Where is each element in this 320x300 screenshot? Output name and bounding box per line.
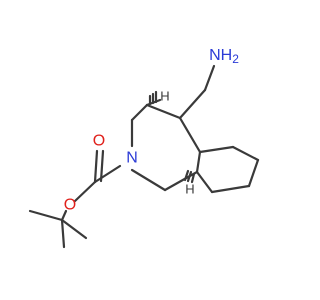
bond-c12-c1 xyxy=(130,103,149,122)
ring-nitrogen-label: N xyxy=(126,150,138,167)
carbonyl-oxygen-label: O xyxy=(93,133,105,150)
bond-c4-c5 xyxy=(195,150,202,174)
bond-carbonyl-double-a xyxy=(93,149,99,184)
bond-c3-nh2 xyxy=(203,64,216,92)
bond-tbu-c1 xyxy=(28,209,64,222)
hash-bottom-3 xyxy=(183,169,190,182)
bicyclic-core xyxy=(130,88,260,194)
molecule-canvas: NH2 N O O H H xyxy=(28,46,260,249)
amine-nh-text: NH xyxy=(209,47,232,64)
boc-group xyxy=(28,149,122,249)
bond-tbu-c2 xyxy=(60,218,88,240)
hash-bottom-1 xyxy=(190,172,196,184)
stereo-hydrogen-bottom-label: H xyxy=(185,182,194,197)
bond-c8-c9 xyxy=(210,184,251,194)
bond-c11-n xyxy=(130,168,167,192)
bond-c7-c8 xyxy=(247,158,260,188)
bond-carbonyl-ester-o xyxy=(73,180,97,203)
structure-drawing: NH2 N O O H H xyxy=(28,47,260,249)
bond-tbu-c3 xyxy=(60,218,66,249)
amine-subscript: 2 xyxy=(232,52,239,66)
bond-ester-o-tbu xyxy=(60,209,68,222)
stereo-hash-top xyxy=(148,90,158,106)
bond-c1-c2 xyxy=(145,103,182,120)
bond-c9-c10 xyxy=(195,170,214,194)
bond-c10-c11 xyxy=(163,170,199,192)
bond-carbonyl-double-b xyxy=(99,149,105,183)
bond-c2-c4 xyxy=(178,116,202,154)
bond-c6-c7 xyxy=(231,145,260,162)
bond-c2-c3 xyxy=(178,88,207,120)
amine-nh2-label: NH2 xyxy=(209,47,239,67)
bond-c4-c6 xyxy=(198,145,235,154)
stereo-hash-bottom xyxy=(183,169,196,184)
stereo-hydrogen-top-label: H xyxy=(160,89,169,104)
hash-bottom-2 xyxy=(186,170,193,183)
bond-n-carbonyl xyxy=(93,164,122,184)
ester-oxygen-label: O xyxy=(64,197,76,214)
amine-group xyxy=(203,64,216,92)
